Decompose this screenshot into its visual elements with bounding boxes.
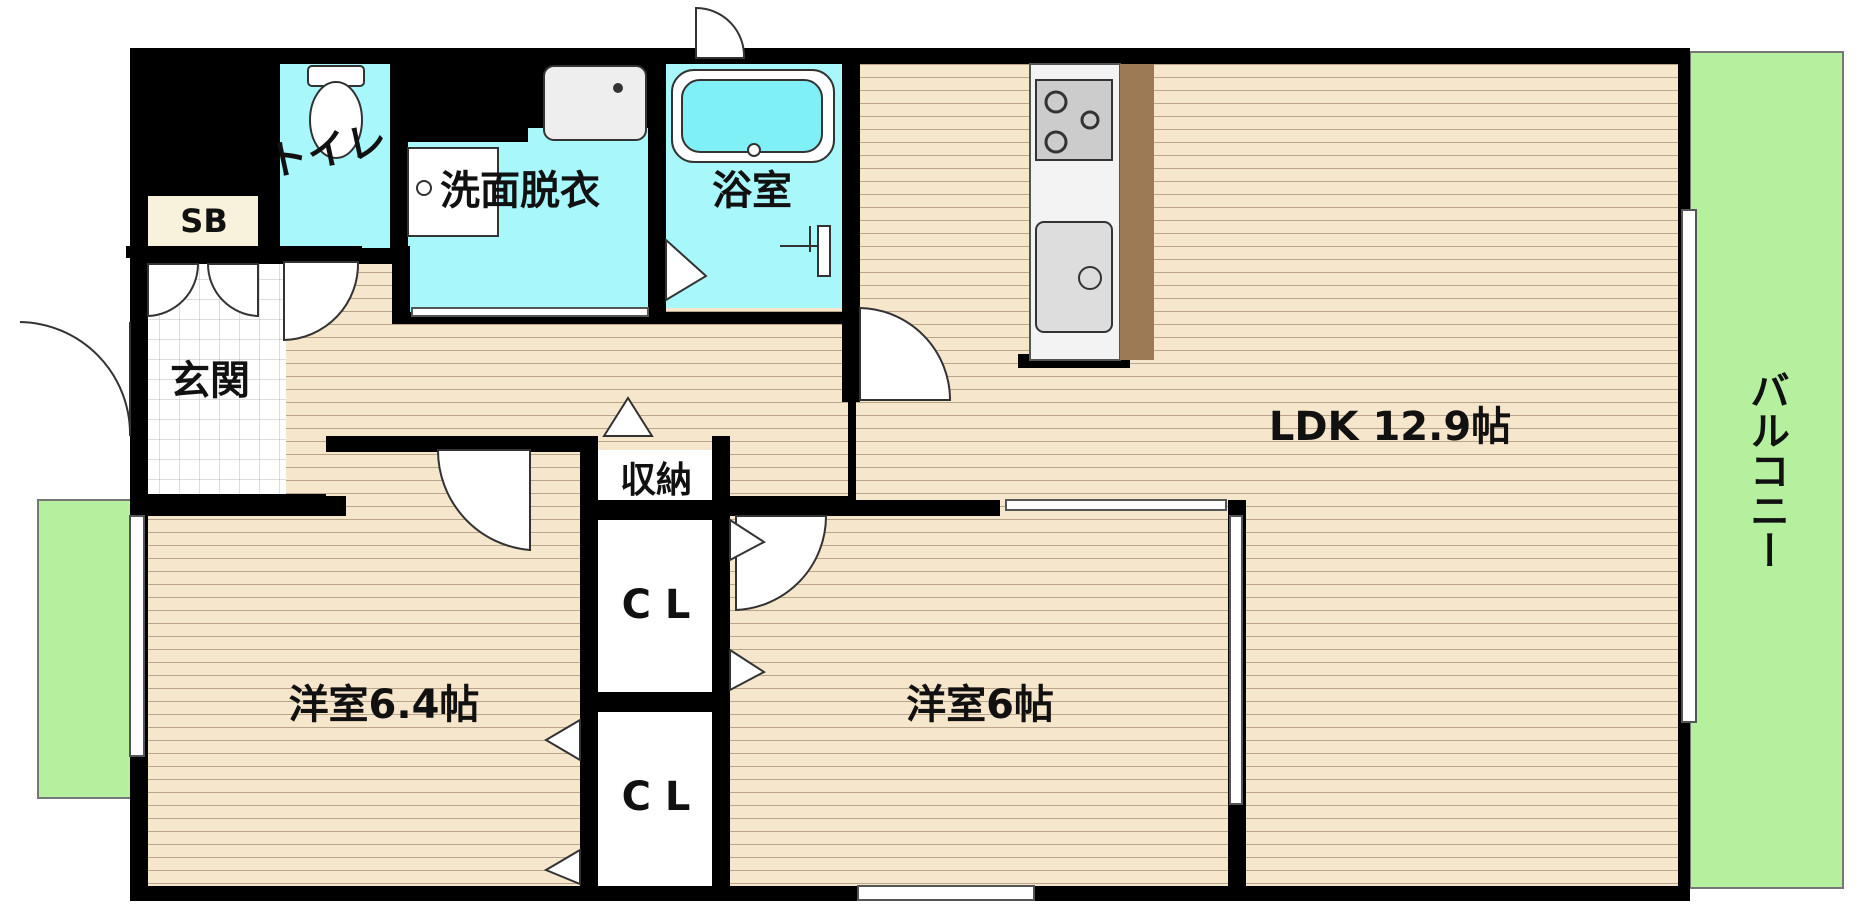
ldk-floor-lower [1246, 500, 1678, 886]
storage-label: 収納 [620, 460, 692, 501]
bath-door-icon [665, 237, 708, 302]
balcony-label: バルコニー [1743, 370, 1789, 570]
bath-label: 浴室 [712, 168, 792, 214]
washbasin-icon [543, 65, 647, 141]
western-right-floor [728, 516, 1228, 886]
sb-label: SB [180, 202, 227, 240]
storage-area [598, 450, 718, 506]
sink-icon [1035, 221, 1113, 333]
balcony-right [1689, 51, 1844, 889]
closet-lower-label: C L [622, 774, 691, 820]
toilet-fixture-icon [307, 65, 365, 159]
stove-icon [1035, 79, 1113, 161]
top-door-icon [695, 6, 746, 59]
entrance-door-icon [19, 321, 132, 437]
washroom-label: 洗面脱衣 [440, 168, 600, 214]
closet-upper-label: C L [622, 582, 691, 628]
western-left-floor [148, 516, 580, 886]
shower-icon [780, 225, 831, 277]
sb-area [148, 196, 258, 246]
hall-door-icons [147, 261, 952, 612]
bathtub-icon [671, 69, 835, 163]
entrance-label: 玄関 [170, 358, 250, 404]
balcony-left [37, 499, 135, 799]
window-icons [129, 209, 1697, 901]
washing-machine-pan-icon [407, 147, 499, 237]
closet-upper-area [598, 520, 712, 692]
closet-lower-area [598, 712, 712, 886]
western-left-label: 洋室6.4帖 [289, 682, 480, 728]
closet-door-icons [543, 396, 766, 886]
ldk-label: LDK 12.9帖 [1269, 404, 1511, 450]
western-right-label: 洋室6帖 [906, 682, 1054, 728]
